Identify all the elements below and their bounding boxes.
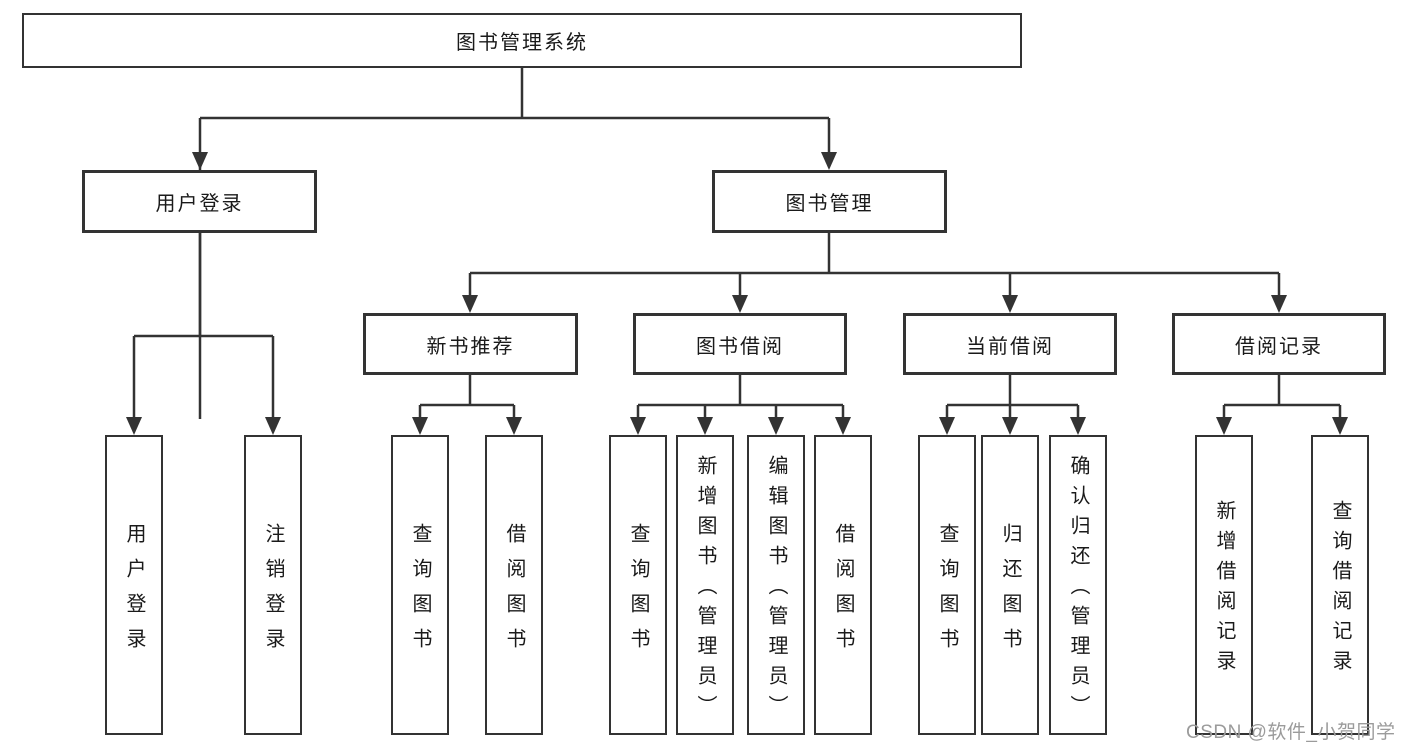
edge-bookborrow-to-leaves	[630, 375, 851, 435]
node-leaf-nb-borrow-books-label: 借阅图书	[503, 522, 525, 663]
node-borrow-records: 借阅记录	[1172, 313, 1386, 375]
node-leaf-cb-return-books-label: 归还图书	[999, 522, 1021, 663]
node-book-borrow-label: 图书借阅	[696, 335, 784, 358]
arrowhead	[1002, 295, 1018, 313]
node-leaf-user-login-label: 用户登录	[123, 522, 145, 663]
node-leaf-bb-edit-books: 编辑图书（管理员）	[747, 435, 805, 735]
node-borrow-records-label: 借阅记录	[1235, 335, 1323, 358]
arrowhead	[192, 152, 208, 170]
edge-currentborrow-to-leaves	[939, 375, 1086, 435]
node-root-label: 图书管理系统	[456, 32, 588, 54]
arrowhead	[462, 295, 478, 313]
arrowhead	[732, 295, 748, 313]
node-book-borrow: 图书借阅	[633, 313, 847, 375]
node-leaf-bb-add-books: 新增图书（管理员）	[676, 435, 734, 735]
arrowhead	[265, 417, 281, 435]
node-book-mgmt: 图书管理	[712, 170, 947, 233]
arrowhead	[697, 417, 713, 435]
node-leaf-cb-confirm-return: 确认归还（管理员）	[1049, 435, 1107, 735]
node-new-books: 新书推荐	[363, 313, 578, 375]
arrowhead	[939, 417, 955, 435]
arrowhead	[1332, 417, 1348, 435]
node-leaf-bb-borrow-books-label: 借阅图书	[832, 522, 854, 663]
node-leaf-bb-query-books-label: 查询图书	[627, 522, 649, 663]
arrowhead	[506, 417, 522, 435]
node-leaf-nb-query-books: 查询图书	[391, 435, 449, 735]
node-current-borrow: 当前借阅	[903, 313, 1117, 375]
arrowhead	[1216, 417, 1232, 435]
node-leaf-user-login: 用户登录	[105, 435, 163, 735]
arrowhead	[1002, 417, 1018, 435]
edge-root-to-level2	[192, 68, 837, 419]
node-user-login-label: 用户登录	[155, 193, 244, 215]
arrowhead	[821, 152, 837, 170]
node-leaf-bb-edit-books-label: 编辑图书（管理员）	[765, 455, 787, 725]
edge-newbooks-to-leaves	[412, 375, 522, 435]
node-leaf-cb-query-books: 查询图书	[918, 435, 976, 735]
arrowhead	[126, 417, 142, 435]
arrowhead	[1271, 295, 1287, 313]
node-leaf-logout-label: 注销登录	[262, 522, 284, 663]
node-user-login: 用户登录	[82, 170, 317, 233]
node-leaf-nb-borrow-books: 借阅图书	[485, 435, 543, 735]
node-leaf-nb-query-books-label: 查询图书	[409, 522, 431, 663]
arrowhead	[835, 417, 851, 435]
node-leaf-br-add-record-label: 新增借阅记录	[1213, 500, 1235, 680]
edge-borrowrecords-to-leaves	[1216, 375, 1348, 435]
node-leaf-br-query-record-label: 查询借阅记录	[1329, 500, 1351, 680]
arrowhead	[768, 417, 784, 435]
node-leaf-logout: 注销登录	[244, 435, 302, 735]
arrowhead	[630, 417, 646, 435]
node-book-mgmt-label: 图书管理	[785, 193, 874, 215]
node-leaf-cb-query-books-label: 查询图书	[936, 522, 958, 663]
node-leaf-br-query-record: 查询借阅记录	[1311, 435, 1369, 735]
edge-bookmgmt-to-level3	[462, 233, 1287, 313]
csdn-watermark: CSDN @软件_小贺同学	[1186, 722, 1396, 743]
node-leaf-bb-query-books: 查询图书	[609, 435, 667, 735]
node-new-books-label: 新书推荐	[426, 335, 515, 358]
node-leaf-cb-return-books: 归还图书	[981, 435, 1039, 735]
arrowhead	[412, 417, 428, 435]
arrowhead	[1070, 417, 1086, 435]
node-leaf-bb-add-books-label: 新增图书（管理员）	[694, 455, 716, 725]
node-root: 图书管理系统	[22, 13, 1022, 68]
node-leaf-cb-confirm-return-label: 确认归还（管理员）	[1067, 455, 1089, 725]
edge-userlogin-to-leaves	[126, 233, 281, 435]
node-leaf-bb-borrow-books: 借阅图书	[814, 435, 872, 735]
node-current-borrow-label: 当前借阅	[966, 335, 1054, 358]
node-leaf-br-add-record: 新增借阅记录	[1195, 435, 1253, 735]
